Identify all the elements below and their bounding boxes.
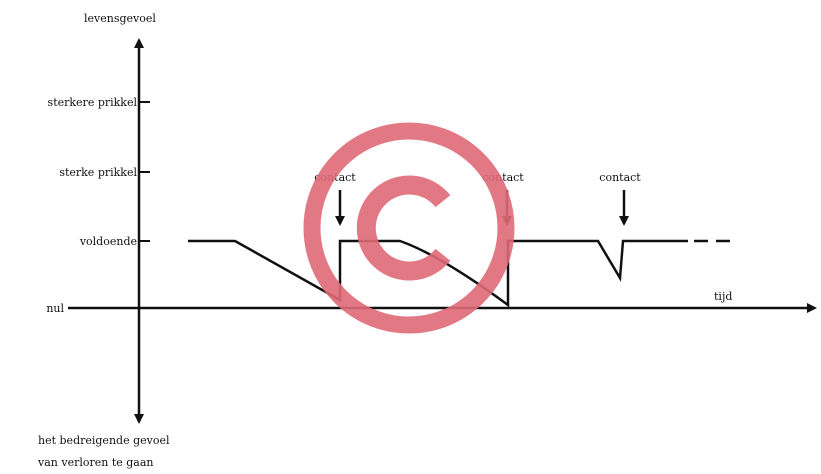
level-label-sterke-prikkel: sterke prikkel — [59, 166, 137, 179]
contact-label-3: contact — [599, 171, 641, 184]
bottom-label-line1: het bedreigende gevoel — [38, 434, 170, 447]
level-label-voldoende: voldoende — [79, 235, 137, 248]
copyright-watermark — [303, 122, 515, 334]
copyright-watermark-ring — [303, 122, 515, 334]
copyright-watermark-letter — [356, 175, 451, 281]
level-label-nul: nul — [46, 302, 64, 315]
x-axis-title: tijd — [714, 290, 732, 303]
bottom-label-line2: van verloren te gaan — [37, 456, 154, 469]
level-label-sterkere-prikkel: sterkere prikkel — [48, 96, 138, 109]
y-axis-title: levensgevoel — [84, 12, 156, 25]
level-trace — [188, 239, 688, 308]
